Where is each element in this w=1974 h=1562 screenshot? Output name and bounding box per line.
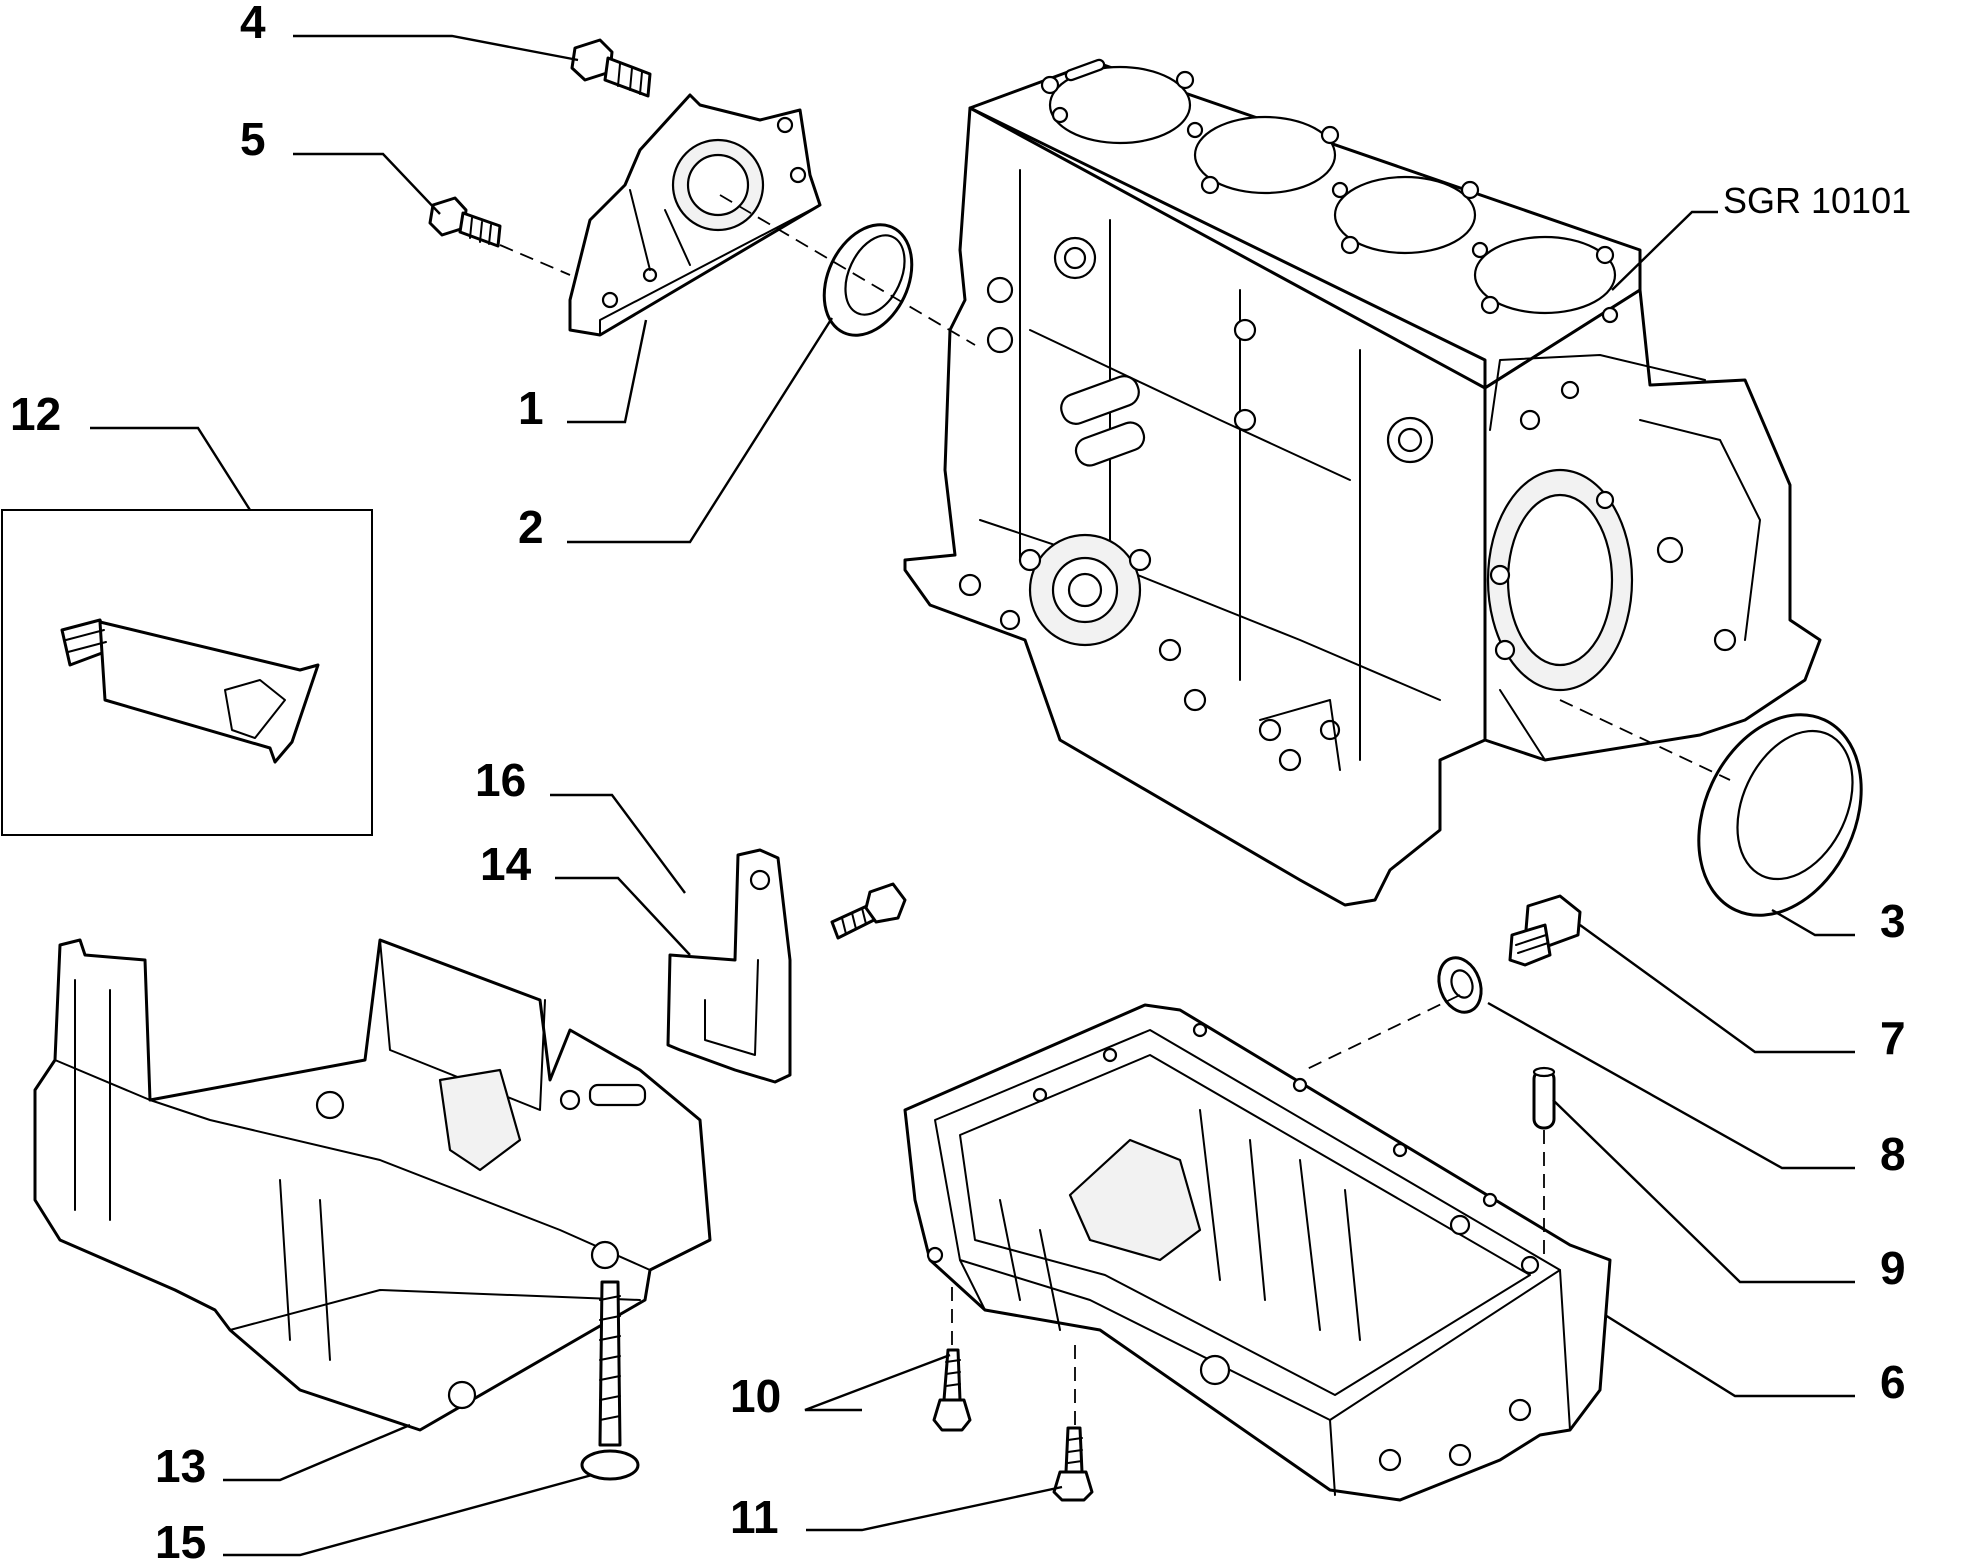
part-12-sealant-tube <box>1 509 373 836</box>
leader-lines <box>90 34 1855 1557</box>
part-7-drain-plug <box>1508 894 1582 967</box>
part-9-dowel-pin <box>1532 1066 1556 1130</box>
part-15-screw <box>580 1280 640 1481</box>
callout-1: 1 <box>518 382 544 434</box>
callout-numbers: 4 5 1 2 12 16 14 3 7 8 9 6 10 11 13 15 S… <box>10 0 1911 1562</box>
callout-14: 14 <box>480 838 532 890</box>
callout-6: 6 <box>1880 1356 1906 1408</box>
part-1-front-cover <box>568 93 822 337</box>
reference-code-label: SGR 10101 <box>1723 180 1911 221</box>
engine-block <box>903 58 1822 907</box>
part-11-screw <box>1052 1426 1094 1502</box>
part-14-bracket <box>666 848 792 1084</box>
part-6-oil-sump <box>903 1003 1612 1502</box>
callout-4: 4 <box>240 0 266 48</box>
callout-10: 10 <box>730 1370 781 1422</box>
callout-5: 5 <box>240 113 266 165</box>
callout-13: 13 <box>155 1440 206 1492</box>
callout-16: 16 <box>475 754 526 806</box>
callout-9: 9 <box>1880 1242 1906 1294</box>
callout-7: 7 <box>1880 1012 1906 1064</box>
callout-12: 12 <box>10 388 61 440</box>
callout-2: 2 <box>518 501 544 553</box>
callout-3: 3 <box>1880 895 1906 947</box>
deck-holes <box>1040 58 1619 324</box>
callout-15: 15 <box>155 1516 206 1562</box>
callout-11: 11 <box>730 1491 779 1543</box>
part-3-rear-oil-seal <box>1697 713 1863 917</box>
part-13-underbody-guard <box>33 938 712 1432</box>
part-5-screw <box>428 196 502 248</box>
assembly-lines <box>499 194 1731 1425</box>
part-8-washer <box>1437 956 1483 1014</box>
part-16-screw <box>830 882 907 940</box>
callout-8: 8 <box>1880 1128 1906 1180</box>
part-2-front-oil-seal <box>822 223 914 337</box>
part-4-screw <box>570 38 652 98</box>
part-10-screw <box>932 1348 972 1432</box>
